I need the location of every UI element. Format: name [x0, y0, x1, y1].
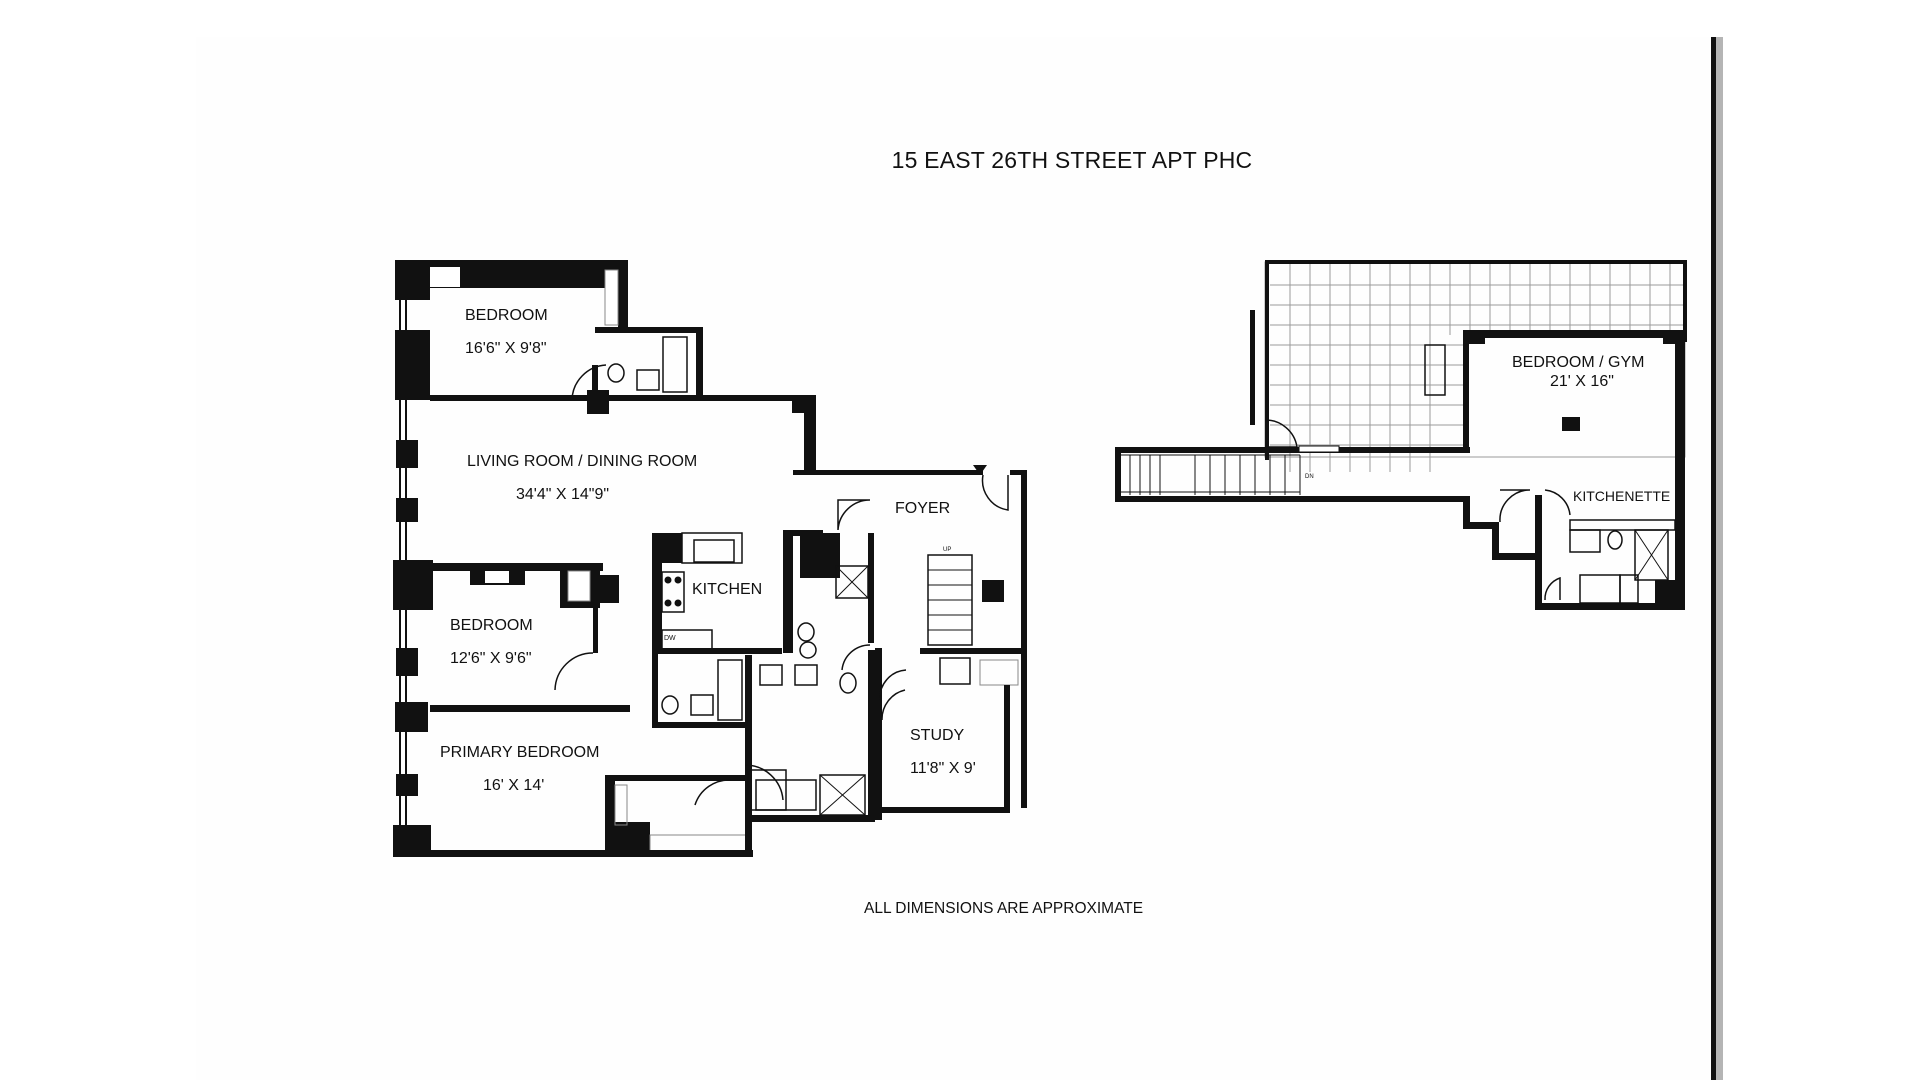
stair-down-label: DN: [1305, 474, 1314, 480]
terrace-grid: [1264, 261, 1686, 472]
upper-level-plan: [1115, 260, 1687, 610]
room-label-bedroom-2: BEDROOM: [450, 617, 533, 634]
room-label-foyer: FOYER: [895, 500, 950, 517]
room-label-study: STUDY: [910, 727, 965, 744]
main-level-labels: BEDROOM 16'6" X 9'8" LIVING ROOM / DININ…: [440, 307, 976, 794]
room-dim-bedroom-1: 16'6" X 9'8": [465, 340, 547, 357]
room-dim-bedroom-2: 12'6" X 9'6": [450, 650, 532, 667]
page-edge-shadow: [1711, 37, 1716, 1080]
stair-up-label: UP: [943, 547, 951, 553]
dimensions-disclaimer: ALL DIMENSIONS ARE APPROXIMATE: [864, 900, 1144, 917]
room-label-kitchen: KITCHEN: [692, 581, 762, 598]
floorplan-title: 15 EAST 26TH STREET APT PHC: [0, 147, 1920, 174]
room-label-kitchenette: KITCHENETTE: [1573, 488, 1670, 504]
main-level-plan: [393, 260, 1027, 857]
room-label-living-dining: LIVING ROOM / DINING ROOM: [467, 453, 697, 470]
room-dim-living-dining: 34'4" X 14"9": [516, 486, 609, 503]
upper-level-labels: BEDROOM / GYM 21' X 16" KITCHENETTE DN: [1305, 354, 1670, 504]
room-dim-bedroom-gym: 21' X 16": [1550, 373, 1614, 390]
page-edge-shadow-gray: [1716, 37, 1723, 1080]
title-text: 15 EAST 26TH STREET APT PHC: [891, 147, 1253, 173]
dishwasher-label: DW: [664, 635, 676, 642]
floorplan-page: [196, 37, 1710, 1080]
room-label-primary-bedroom: PRIMARY BEDROOM: [440, 744, 599, 761]
room-label-bedroom-1: BEDROOM: [465, 307, 548, 324]
room-label-bedroom-gym: BEDROOM / GYM: [1512, 354, 1644, 371]
room-dim-primary-bedroom: 16' X 14': [483, 777, 544, 794]
room-dim-study: 11'8" X 9': [910, 760, 976, 777]
